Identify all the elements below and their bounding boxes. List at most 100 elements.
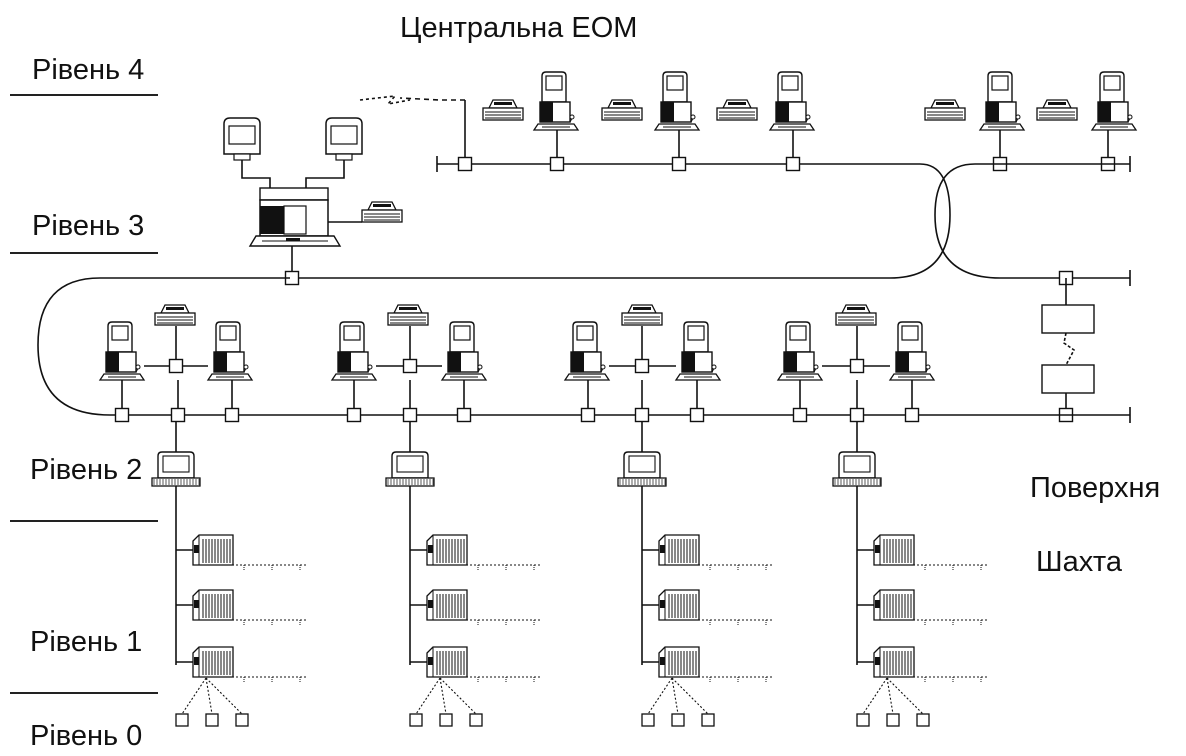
computer-workstation-icon	[532, 71, 580, 131]
sensor-line	[671, 677, 709, 715]
printer-icon	[361, 201, 403, 223]
level-3-divider	[10, 252, 158, 254]
terminal-icon	[617, 451, 667, 487]
level-2-label: Рівень 2	[30, 454, 143, 486]
computer-workstation-icon	[653, 71, 701, 131]
sensor-line	[439, 677, 447, 715]
controller-rack-icon	[658, 646, 700, 678]
network-node-icon	[671, 156, 687, 172]
level-2-bus	[37, 277, 1130, 416]
network-node-icon	[402, 358, 418, 374]
controller-rack-icon	[873, 646, 915, 678]
monitor-icon	[223, 117, 261, 161]
network-node-icon	[904, 407, 920, 423]
printer-icon	[154, 304, 196, 326]
sensor-line	[439, 677, 477, 715]
computer-workstation-icon	[440, 321, 488, 381]
network-node-icon	[114, 407, 130, 423]
controller-rack-icon	[192, 534, 234, 566]
controller-rack-icon	[658, 534, 700, 566]
sensor-line	[647, 677, 673, 715]
sensor-icon	[409, 713, 423, 727]
network-node-icon	[792, 407, 808, 423]
network-node-icon	[634, 407, 650, 423]
network-node-icon	[456, 407, 472, 423]
sensor-icon	[469, 713, 483, 727]
sensor-icon	[916, 713, 930, 727]
sensor-icon	[235, 713, 249, 727]
terminal-icon	[385, 451, 435, 487]
diagram-title: Центральна ЕОМ	[400, 12, 638, 44]
controller-rack-icon	[658, 589, 700, 621]
surface-label: Поверхня	[1030, 472, 1161, 504]
computer-workstation-icon	[768, 71, 816, 131]
central-computer-icon	[248, 187, 342, 247]
sensor-icon	[701, 713, 715, 727]
level-3-label: Рівень 3	[32, 210, 145, 242]
sensor-line	[181, 677, 207, 715]
printer-icon	[482, 99, 524, 121]
printer-icon	[716, 99, 758, 121]
sensor-icon	[439, 713, 453, 727]
radio-link-line	[359, 94, 411, 106]
controller-rack-icon	[192, 589, 234, 621]
computer-workstation-icon	[563, 321, 611, 381]
sensor-icon	[671, 713, 685, 727]
controller-rack-icon	[192, 646, 234, 678]
network-node-icon	[402, 407, 418, 423]
modem-icon	[1041, 304, 1095, 334]
network-node-icon	[785, 156, 801, 172]
modem-icon	[1041, 364, 1095, 394]
level-1-divider	[10, 692, 158, 694]
printer-icon	[601, 99, 643, 121]
sensor-icon	[886, 713, 900, 727]
level-0-label: Рівень 0	[30, 720, 143, 752]
sensor-icon	[641, 713, 655, 727]
network-node-icon	[689, 407, 705, 423]
computer-workstation-icon	[776, 321, 824, 381]
sensor-line	[415, 677, 441, 715]
modem-link-line	[1063, 332, 1076, 366]
level-4-divider	[10, 94, 158, 96]
sensor-icon	[175, 713, 189, 727]
sensor-line	[671, 677, 679, 715]
sensor-line	[886, 677, 894, 715]
computer-workstation-icon	[1090, 71, 1138, 131]
level-2-divider	[10, 520, 158, 522]
printer-icon	[621, 304, 663, 326]
network-node-icon	[849, 407, 865, 423]
network-node-icon	[170, 407, 186, 423]
printer-icon	[1036, 99, 1078, 121]
terminal-icon	[832, 451, 882, 487]
network-node-icon	[634, 358, 650, 374]
sensor-line	[205, 677, 243, 715]
network-node-icon	[580, 407, 596, 423]
printer-icon	[924, 99, 966, 121]
controller-rack-icon	[426, 646, 468, 678]
sensor-line	[862, 677, 888, 715]
printer-icon	[835, 304, 877, 326]
computer-workstation-icon	[98, 321, 146, 381]
controller-rack-icon	[873, 589, 915, 621]
computer-workstation-icon	[674, 321, 722, 381]
network-node-icon	[346, 407, 362, 423]
level-4-label: Рівень 4	[32, 54, 145, 86]
network-node-icon	[849, 358, 865, 374]
computer-workstation-icon	[978, 71, 1026, 131]
cable-line	[241, 160, 271, 188]
monitor-icon	[325, 117, 363, 161]
controller-rack-icon	[873, 534, 915, 566]
controller-rack-icon	[426, 534, 468, 566]
network-node-icon	[549, 156, 565, 172]
computer-workstation-icon	[330, 321, 378, 381]
computer-workstation-icon	[206, 321, 254, 381]
sensor-icon	[205, 713, 219, 727]
controller-rack-icon	[426, 589, 468, 621]
cable-line	[305, 160, 345, 188]
mine-label: Шахта	[1036, 546, 1122, 578]
level-3-bus	[290, 163, 951, 279]
level-1-label: Рівень 1	[30, 626, 143, 658]
sensor-line	[886, 677, 924, 715]
